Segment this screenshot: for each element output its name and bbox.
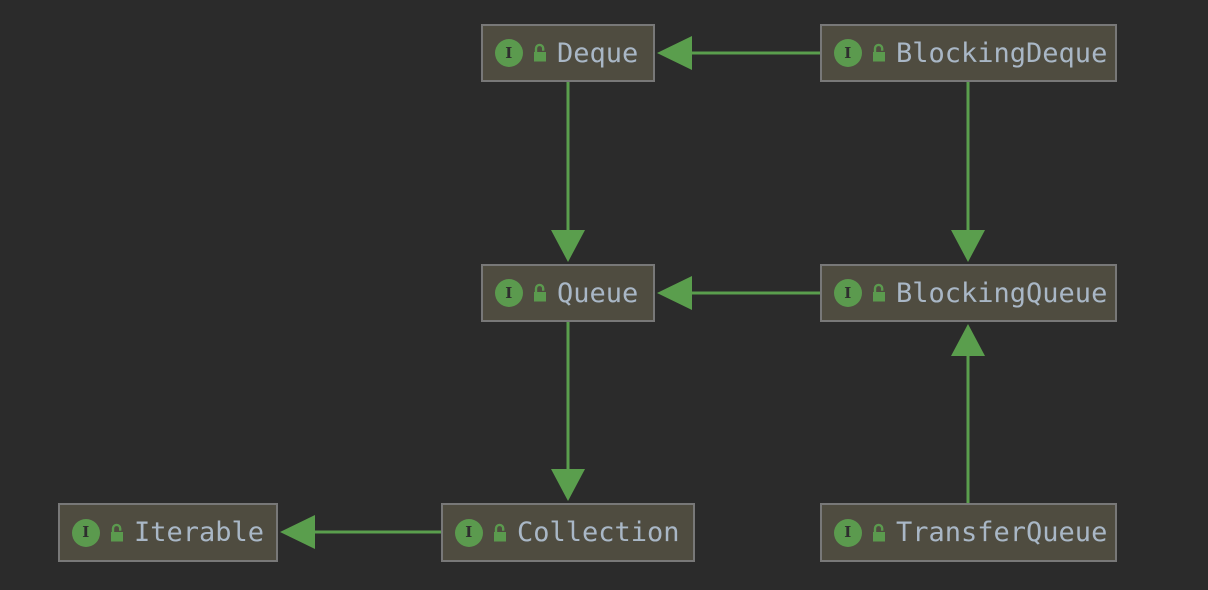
uml-node-label: Queue	[557, 277, 639, 309]
uml-node-collection[interactable]: I Collection	[441, 503, 695, 562]
unlock-icon	[529, 281, 551, 305]
interface-badge-icon: I	[834, 39, 862, 67]
interface-badge-icon: I	[72, 518, 100, 547]
unlock-icon	[106, 521, 128, 545]
interface-badge-icon: I	[455, 518, 483, 547]
uml-node-deque[interactable]: I Deque	[481, 24, 655, 82]
uml-node-label: Collection	[517, 517, 680, 548]
unlock-icon	[489, 521, 511, 545]
unlock-icon	[868, 41, 890, 65]
unlock-icon	[868, 281, 890, 305]
unlock-icon	[868, 521, 890, 545]
uml-node-label: Iterable	[134, 517, 265, 548]
uml-node-iterable[interactable]: I Iterable	[58, 503, 278, 562]
uml-node-blocking-deque[interactable]: I BlockingDeque	[820, 24, 1117, 82]
uml-node-label: BlockingDeque	[896, 37, 1108, 69]
uml-node-label: TransferQueue	[896, 517, 1108, 548]
unlock-icon	[529, 41, 551, 65]
interface-badge-icon: I	[495, 39, 523, 67]
interface-badge-icon: I	[834, 279, 862, 307]
uml-node-blocking-queue[interactable]: I BlockingQueue	[820, 264, 1117, 322]
uml-node-label: BlockingQueue	[896, 277, 1108, 309]
uml-node-queue[interactable]: I Queue	[481, 264, 655, 322]
uml-node-label: Deque	[557, 37, 639, 69]
interface-badge-icon: I	[495, 279, 523, 307]
uml-node-transfer-queue[interactable]: I TransferQueue	[820, 503, 1117, 562]
interface-badge-icon: I	[834, 518, 862, 547]
